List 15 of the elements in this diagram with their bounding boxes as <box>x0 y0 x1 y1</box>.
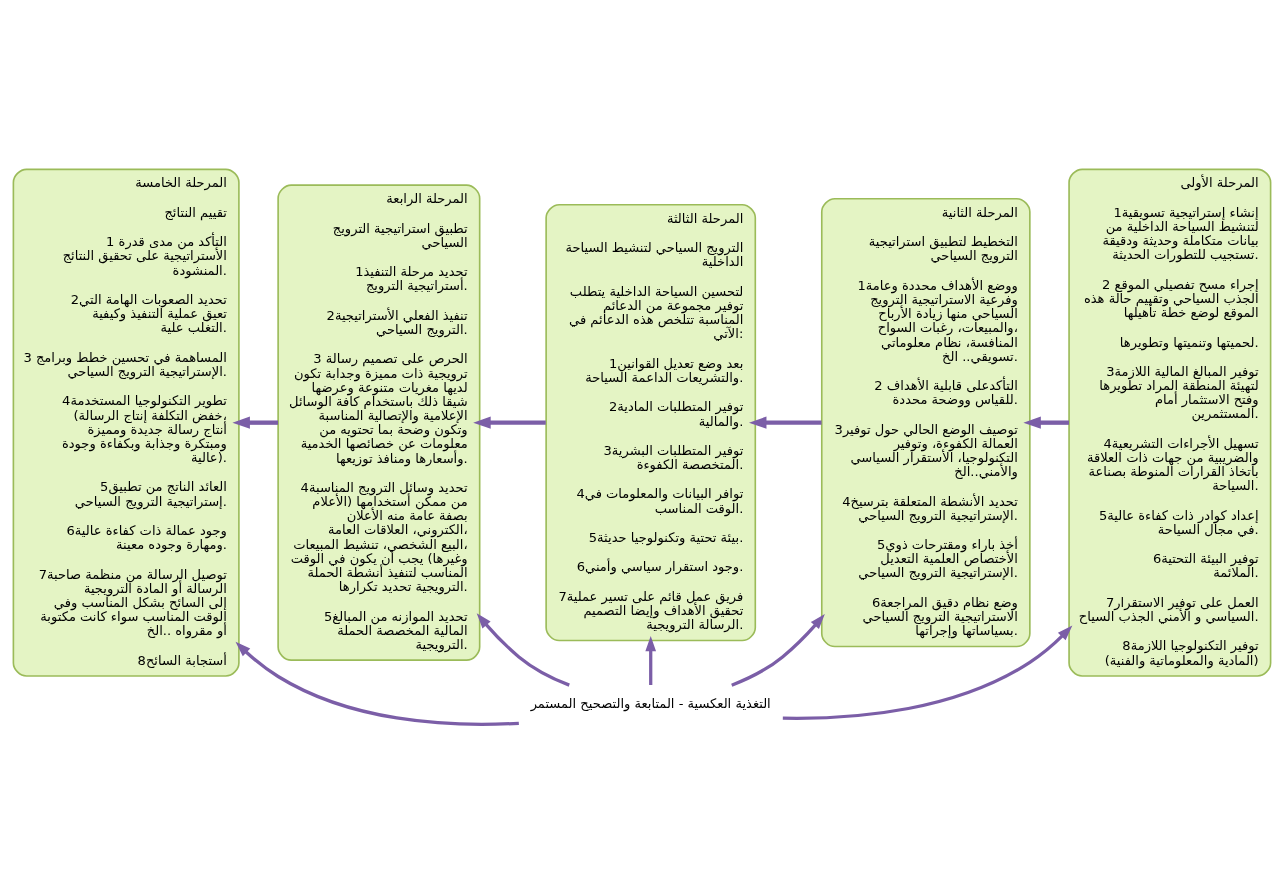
node-box: المرحلة الثالثة الترويج السياحي لتنشيط السياحة الداخلية لتحسين السياحة الداخلية يتطلب توفير مجموعة من الدعائم المناسبة تتلخص هذه الدعائم في الآتي: 1بعد وضع تعديل القوانين والتشريعات الداعمة السياحة. 2توفير المتطلبات المادية والمالية. 3توفير المتطلبات البشرية المتخصصة الكفوءة. 4توافر البيانات والمعلومات في الوقت المناسب. 5بيئة تحتية وتكنولوجيا حديثة. 6وجود استقرار سياسي وأمني. 7فريق عمل قائم على تسير عملية تحقيق الأهداف وإيضا التصميم الرسالة الترويجية. <box>545 203 757 641</box>
arrow <box>782 624 1073 720</box>
arrow <box>1023 416 1069 429</box>
node-box: المرحلة الأولى 1إنشاء إستراتيجية تسويقية لتنشيط السياحة الداخلية من بيانات متكاملة وحديثة ودقيقة تستجيب للتطورات الحديثة. 2 إجراء مسح تفصيلي الموقع الجذب السياحي وتقييم حالة هذه الموقع لوضع خطة تأهيلها لحميتها وتنميتها وتطويرها. 3توفير المبالغ المالية اللازمة لتهيئة المنطقة المراد تطويرها وفتح الاستثمار أمام المستثمرين. 4تسهيل الأجراءات التشريعية والضريبية من جهات ذات العلاقة باتخاذ القرارات المنوطة بصناعة السياحة. 5إعداد كوادر ذات كفاءة عالية في مجال السياحة. 6توفير البيئة التحتية الملائمة. 7العمل على توفير الاستقرار السياسي و الأمني الجذب السياح. 8توفير التكنولوجيا اللازمة (المادية والمعلوماتية والفنية) <box>1068 168 1272 677</box>
arrow <box>473 416 546 429</box>
arrow <box>731 613 825 687</box>
arrow <box>749 416 822 429</box>
arrow <box>232 416 279 429</box>
arrow <box>476 612 570 687</box>
node-box: المرحلة الرابعة تطبيق استراتيجية الترويج السياحي 1تحديد مرحلة التنفيذ أستراتيجية الترويج. 2تنفيذ الفعلي الأستراتيجية الترويج السياحي. 3 الحرص على تصميم رسالة ترويجية ذات مميزة وجدابة تكون لديها مغريات متنوعة وعرضها شيقا ذلك باستخدام كافة الوسائل الإعلامية والإتصالية المناسبة وتكون وضحة بما تحتويه من معلومات عن خصائصها الخدمية وأسعارها ومنافذ توزيعها. 4تحديد وسائل الترويج المناسبة من ممكن أستخدامها (الأعلام بصفة عامة منه الأعلان الكتروني، العلاقات العامة، البيع الشخصي، تنشيط المبيعات، وغيرها) يجب أن يكون في الوقت المناسب لتنفيذ أنشطة الحملة الترويجية تحديد تكرارها. 5تحديد الموازنه من المبالغ المالية المخصصة الحملة الترويجية. <box>277 183 481 661</box>
node-text: التغذية العكسية - المتابعة والتصحيح المستمر <box>530 695 771 711</box>
arrow <box>235 641 519 726</box>
node-box: المرحلة الثانية التخطيط لتطبيق استراتيجية الترويج السياحي 1ووضع الأهداف محددة وعامة وفرعية الاستراتيجية الترويج السياحي منها زيادة الأرباح والمبيعات، رغبات السواح، المنافسة، نظام معلوماتي تسويقي.. الخ. 2 التأكدعلى قابلية الأهداف للقياس ووضحة محددة. 3توصيف الوضع الحالي حول توفير العمالة الكفوءة، وتوفير التكنولوجيا، الأستقرار السياسي والأمني..الخ 4تحديد الأنشطة المتعلقة بترسيخ الإستراتيجية الترويج السياحي. 5أخذ باراء ومقترحات ذوي الأختصاص العلمية التعديل الإستراتيجية الترويج السياحي. 6وضع نظام دقيق المراجعة الاستراتيجية الترويج السياحي بسياساتها وإجراتها. <box>820 197 1031 647</box>
arrow <box>645 635 657 685</box>
node-box: المرحلة الخامسة تقييم النتائج 1 التأكد من مدى قدرة الأستراتيجية على تحقيق النتائج المنشودة. 2تحديد الصعوبات الهامة التي تعيق عملية التنفيذ وكيفية التغلب علية. 3 المساهمة في تحسين خطط وبرامج الإستراتيجية الترويج السياحي. 4تطوير التكنولوجيا المستخدمة (خفض التكلفة إنتاج الرسالة، أنتاج رسالة جديدة ومميزة ومبتكرة وجذابة وبكفاءة وجودة عالية). 5العائد الناتج من تطبيق إستراتيجية الترويج السياحي. 6وجود عمالة ذات كفاءة عالية ومهارة وجوده معينة. 7توصيل الرسالة من منظمة صاحبة الرسالة أو المادة الترويجية إلى السائح بشكل المناسب وفي الوقت المناسب سواء كانت مكتوبة أو مقرواه ..الخ 8أستجابة السائح <box>12 168 240 677</box>
